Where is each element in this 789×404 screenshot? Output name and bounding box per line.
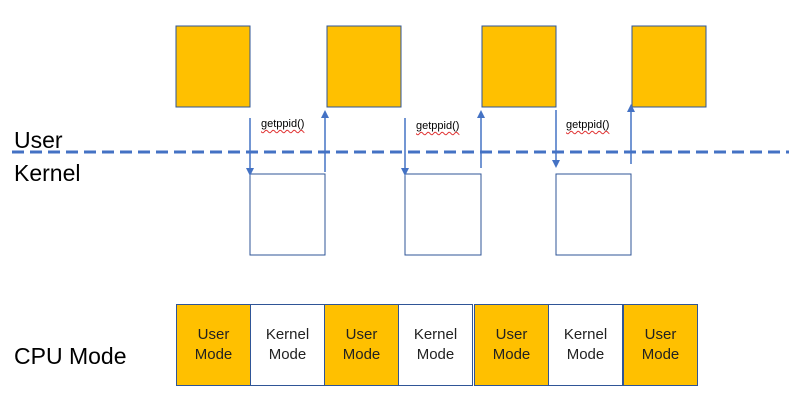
syscall-label-1: getppid(): [261, 118, 305, 130]
kernel-space-label: Kernel: [14, 160, 81, 186]
user-block-4: [631, 25, 707, 108]
mode-cell-label: Kernel Mode: [413, 326, 458, 363]
cpu-mode-label: CPU Mode: [14, 343, 127, 369]
syscall-label-3: getppid(): [566, 119, 610, 131]
kernel-block-3: [555, 173, 632, 256]
user-block-2: [326, 25, 402, 108]
mode-cell-2: Kernel Mode: [250, 304, 325, 386]
mode-cell-6: Kernel Mode: [548, 304, 623, 386]
user-space-label: User: [14, 127, 63, 153]
mode-cell-label: User Mode: [342, 326, 381, 363]
kernel-block-2: [404, 173, 482, 256]
kernel-block-1: [249, 173, 326, 256]
mode-cell-1: User Mode: [176, 304, 251, 386]
mode-cell-label: Kernel Mode: [265, 326, 310, 363]
mode-cell-label: Kernel Mode: [563, 326, 608, 363]
mode-cell-7: User Mode: [623, 304, 698, 386]
mode-cell-3: User Mode: [324, 304, 399, 386]
mode-cell-4: Kernel Mode: [398, 304, 473, 386]
mode-cell-5: User Mode: [474, 304, 549, 386]
user-block-3: [481, 25, 557, 108]
mode-cell-label: User Mode: [194, 326, 233, 363]
syscall-label-2: getppid(): [416, 120, 460, 132]
mode-cell-label: User Mode: [641, 326, 680, 363]
mode-cell-label: User Mode: [492, 326, 531, 363]
user-block-1: [175, 25, 251, 108]
